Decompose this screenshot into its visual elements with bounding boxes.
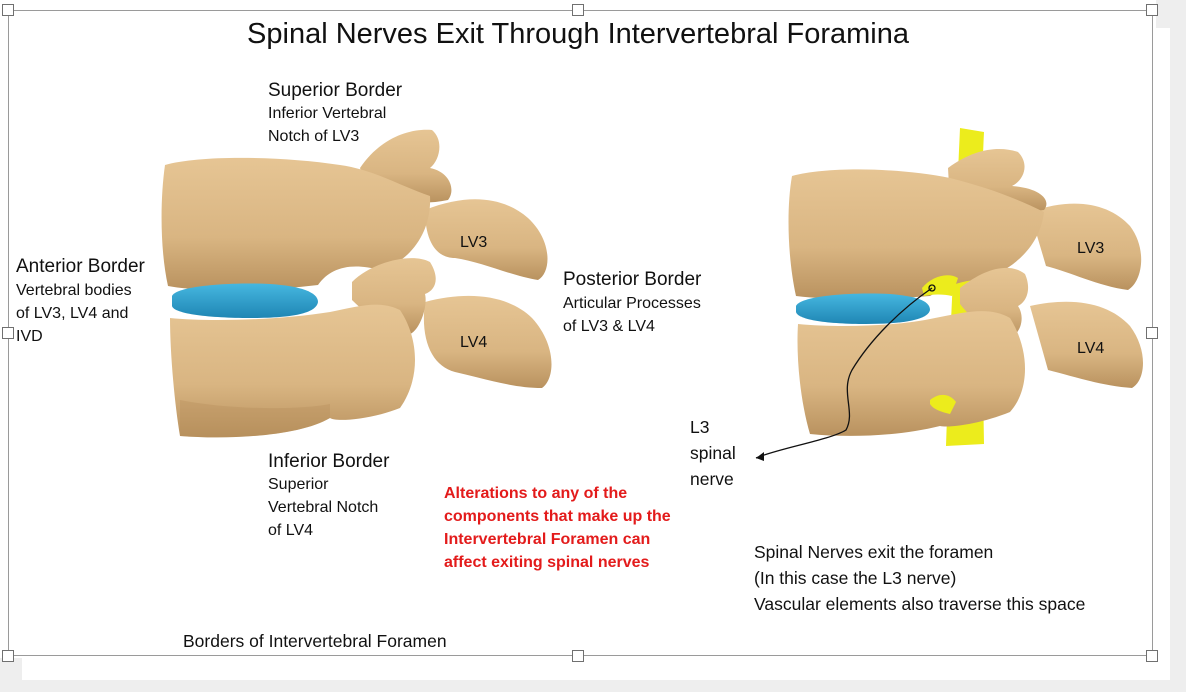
right-lv4-spinous-process [1030,301,1143,388]
nerve-lower-branch [930,394,956,414]
lv3-vertebral-body [161,157,431,291]
right-lv3-label: LV3 [1077,240,1105,257]
left-vertebrae-figure [161,129,552,438]
nerve-label-line2: spinal [690,443,736,463]
resize-handle-top[interactable] [572,4,584,16]
superior-border-line2: Notch of LV3 [268,128,360,145]
right-lv4-vertebral-body [797,311,1025,436]
resize-handle-right[interactable] [1146,327,1158,339]
lv4-spinous-process [423,295,552,388]
alert-line2: components that make up the [444,508,671,525]
alert-line4: affect exiting spinal nerves [444,554,650,571]
right-lv3-spinous-process [1030,203,1142,290]
right-lv4-label: LV4 [1077,340,1105,357]
posterior-border-heading: Posterior Border [563,269,702,290]
resize-handle-bottom-left[interactable] [2,650,14,662]
resize-handle-left[interactable] [2,327,14,339]
nerve-pointer-arrowhead [756,452,764,461]
inferior-border-line1: Superior [268,476,329,493]
anterior-border-line2: of LV3, LV4 and [16,305,129,322]
inferior-border-line3: of LV4 [268,522,314,539]
left-intervertebral-disc [172,283,318,318]
nerve-pointer-dot [928,284,936,292]
nerve-pointer-line [755,287,933,459]
resize-handle-bottom[interactable] [572,650,584,662]
posterior-border-line2: of LV3 & LV4 [563,318,655,335]
lv4-vertebral-body [170,304,415,438]
figure-caption: Borders of Intervertebral Foramen [183,631,447,651]
anterior-border-line3: IVD [16,328,43,345]
inferior-border-line2: Vertebral Notch [268,499,379,516]
inferior-border-heading: Inferior Border [268,451,390,472]
lv3-spinous-process [425,199,548,280]
left-lv4-label: LV4 [460,334,488,351]
nerve-label-line1: L3 [690,417,710,437]
slide-canvas[interactable]: Spinal Nerves Exit Through Intervertebra… [0,0,1156,658]
posterior-border-line1: Articular Processes [563,295,701,312]
resize-handle-bottom-right[interactable] [1146,650,1158,662]
superior-border-heading: Superior Border [268,80,403,101]
superior-border-line1: Inferior Vertebral [268,105,387,122]
explanation-line3: Vascular elements also traverse this spa… [754,594,1086,614]
alert-line1: Alterations to any of the [444,485,628,502]
explanation-line1: Spinal Nerves exit the foramen [754,542,994,562]
right-intervertebral-disc [796,293,930,324]
anterior-border-heading: Anterior Border [16,256,145,277]
nerve-label-line3: nerve [690,469,734,489]
resize-handle-top-left[interactable] [2,4,14,16]
right-vertebrae-figure [755,128,1143,461]
anterior-border-line1: Vertebral bodies [16,282,132,299]
explanation-line2: (In this case the L3 nerve) [754,568,957,588]
resize-handle-top-right[interactable] [1146,4,1158,16]
right-lv3-vertebral-body [788,169,1044,299]
alert-line3: Intervertebral Foramen can [444,531,651,548]
left-lv3-label: LV3 [460,234,488,251]
slide-title: Spinal Nerves Exit Through Intervertebra… [247,18,909,50]
lv4-body-shadow [180,400,330,438]
